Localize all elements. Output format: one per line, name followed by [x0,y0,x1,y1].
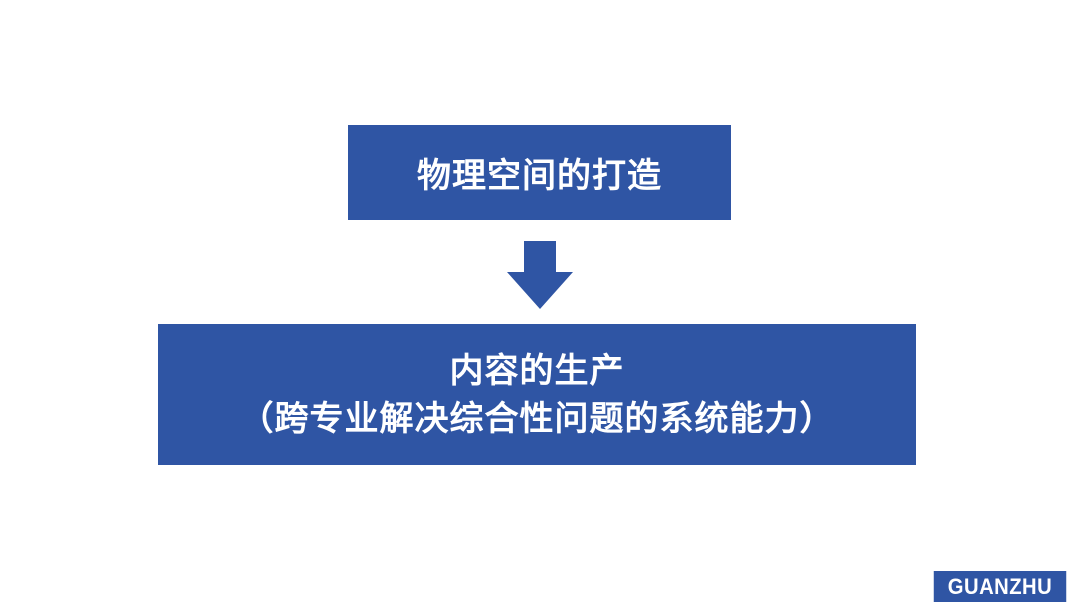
brand-logo: GUANZHU [933,571,1067,602]
process-box-content-production: 内容的生产 （跨专业解决综合性问题的系统能力） [158,324,916,465]
arrow-down-icon [507,241,573,309]
process-box-label: 物理空间的打造 [417,156,662,196]
process-box-title: 内容的生产 [449,350,625,391]
process-box-physical-space: 物理空间的打造 [348,125,731,220]
process-box-subtitle: （跨专业解决综合性问题的系统能力） [239,398,835,439]
brand-logo-text: GUANZHU [947,573,1053,599]
